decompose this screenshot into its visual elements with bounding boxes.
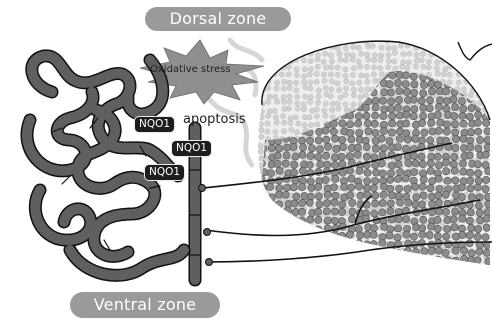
nqo1-badge-apoptosis: NQO1: [134, 116, 175, 133]
ventral-zone-label: Ventral zone: [70, 292, 220, 318]
organ-edge: [458, 42, 492, 60]
nqo1-badge-duct: NQO1: [171, 140, 212, 157]
nqo1-badge-tubule: NQO1: [144, 164, 185, 181]
oxidative-stress-label: Oxidative stress: [150, 64, 231, 75]
apoptosis-label: apoptosis: [183, 112, 246, 127]
dorsal-zone-label: Dorsal zone: [145, 7, 291, 31]
